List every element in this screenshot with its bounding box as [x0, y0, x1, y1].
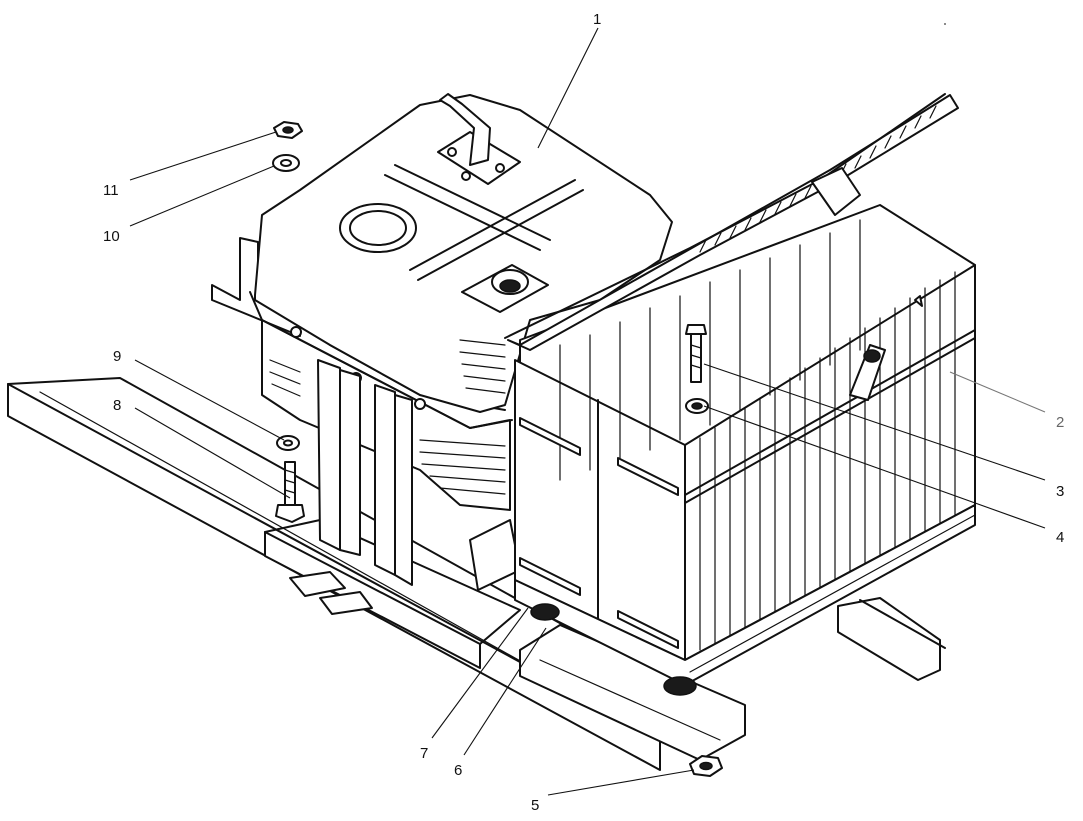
callout-label-4: 4	[1056, 529, 1064, 546]
leader-9	[134, 359, 285, 441]
leader-5	[547, 769, 695, 796]
callout-labels: 1 2 3 4 5 6 7 8 9 10 11	[103, 11, 1064, 814]
leader-3	[703, 363, 1046, 481]
leader-6	[463, 627, 547, 756]
leader-1	[537, 27, 599, 149]
callout-label-10: 10	[103, 228, 120, 245]
leader-7	[431, 607, 529, 739]
callout-label-1: 1	[593, 11, 601, 28]
callout-label-8: 8	[113, 397, 121, 414]
washer-top	[272, 154, 300, 172]
nut-bottom	[689, 755, 723, 777]
callout-label-2: 2	[1056, 414, 1064, 431]
battery-box	[514, 204, 976, 696]
nut-top	[273, 121, 303, 139]
washer-inside-box	[685, 398, 709, 414]
stray-dot	[944, 23, 946, 25]
callout-label-3: 3	[1056, 483, 1064, 500]
callout-leaders	[129, 27, 1046, 796]
leader-4	[703, 405, 1046, 529]
callout-label-6: 6	[454, 762, 462, 779]
leader-2	[949, 371, 1046, 413]
callout-label-7: 7	[420, 745, 428, 762]
callout-label-11: 11	[103, 182, 119, 199]
leader-10	[129, 165, 275, 227]
leader-8	[134, 407, 291, 499]
tank-supports	[317, 359, 413, 586]
callout-label-9: 9	[113, 348, 121, 365]
bolt-left	[275, 461, 305, 523]
callout-label-5: 5	[531, 797, 539, 814]
leader-11	[129, 131, 277, 181]
bolt-inside-box	[685, 324, 707, 383]
battery-lid	[504, 93, 959, 351]
